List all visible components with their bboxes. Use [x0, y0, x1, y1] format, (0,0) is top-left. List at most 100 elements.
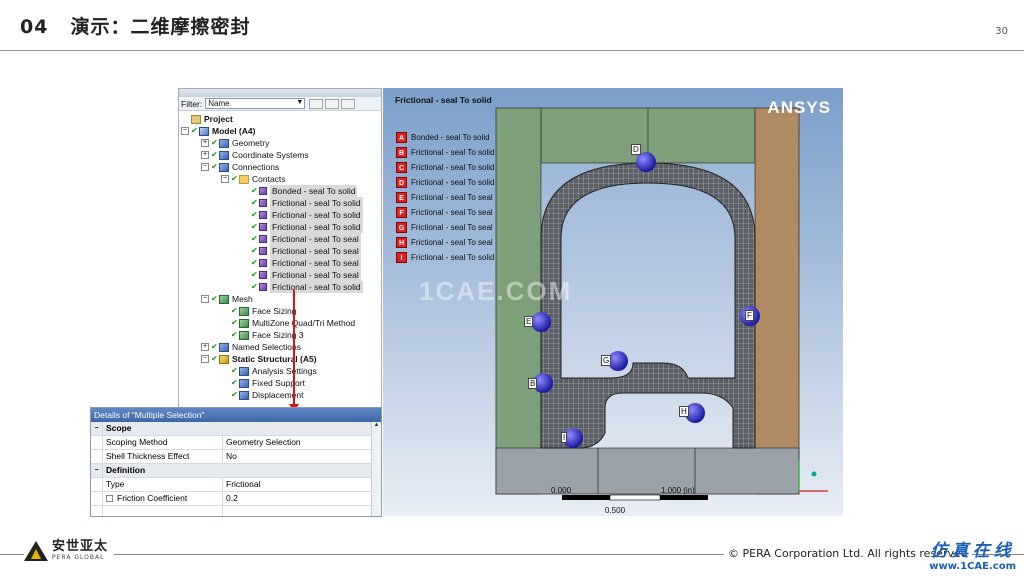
marker-label: F: [745, 310, 754, 321]
tree-item-multizone[interactable]: ✔MultiZone Quad/Tri Method: [231, 318, 356, 328]
pera-logo: 安世亚太 PERA GLOBAL: [24, 540, 115, 561]
tree-item-fixed-support[interactable]: ✔Fixed Support: [231, 378, 305, 388]
check-icon: ✔: [251, 186, 258, 195]
logo-triangle-icon: [24, 540, 48, 561]
filter-label: Filter:: [181, 98, 203, 109]
mesh-control-icon: [239, 318, 249, 328]
contact-icon: [259, 259, 267, 267]
filter-expand-button[interactable]: [341, 98, 356, 109]
tree-item-static-structural[interactable]: −✔Static Structural (A5): [201, 354, 317, 364]
tree-item-contacts[interactable]: −✔Contacts: [221, 174, 286, 184]
tree-item-coordinate-systems[interactable]: +✔Coordinate Systems: [201, 150, 309, 160]
graphics-viewport[interactable]: Frictional - seal To solid ANSYS 1CAE.CO…: [383, 88, 843, 516]
parameter-checkbox[interactable]: [106, 495, 113, 502]
tree-item-mesh[interactable]: −✔Mesh: [201, 294, 253, 304]
tree-item-contact[interactable]: ✔Frictional - seal To seal: [251, 245, 361, 257]
details-scrollbar[interactable]: ▲: [371, 422, 381, 516]
check-icon: ✔: [251, 198, 258, 207]
tree-item-contact[interactable]: ✔Frictional - seal To seal: [251, 257, 361, 269]
scale-label-mid: 0.500: [605, 506, 626, 515]
check-icon: ✔: [231, 174, 238, 183]
collapse-toggle-icon[interactable]: −: [201, 163, 209, 171]
collapse-toggle-icon[interactable]: −: [91, 422, 103, 435]
filter-buttons: [309, 98, 356, 109]
contact-icon: [259, 283, 267, 291]
check-icon: ✔: [211, 294, 218, 303]
fixed-support-icon: [239, 378, 249, 388]
static-structural-icon: [219, 354, 229, 364]
callout-arrow-line: [293, 290, 295, 406]
filter-row: Filter: Name ▼: [179, 97, 381, 111]
tree-item-face-sizing-3[interactable]: ✔Face Sizing 3: [231, 330, 304, 340]
marker-label: D: [631, 144, 641, 155]
slide-number: 04: [20, 16, 49, 38]
viewport-title: Frictional - seal To solid: [395, 95, 492, 105]
tree-item-contact[interactable]: ✔Frictional - seal To solid: [251, 209, 363, 221]
coordinate-systems-icon: [219, 150, 229, 160]
mesh-control-icon: [239, 330, 249, 340]
check-icon: ✔: [251, 270, 258, 279]
tree-item-contact[interactable]: ✔Frictional - seal To seal: [251, 269, 361, 281]
tree-item-model[interactable]: −✔Model (A4): [181, 126, 256, 136]
tree-item-contact[interactable]: ✔Frictional - seal To seal: [251, 233, 361, 245]
scroll-up-icon[interactable]: ▲: [373, 422, 380, 428]
tree-item-analysis-settings[interactable]: ✔Analysis Settings: [231, 366, 317, 376]
expand-toggle-icon[interactable]: +: [201, 343, 209, 351]
collapse-toggle-icon[interactable]: −: [201, 355, 209, 363]
check-icon: ✔: [251, 234, 258, 243]
details-section-definition[interactable]: −Definition: [91, 464, 381, 478]
check-icon: ✔: [211, 342, 218, 351]
tree-item-face-sizing[interactable]: ✔Face Sizing: [231, 306, 297, 316]
filter-search-button[interactable]: [309, 98, 324, 109]
marker-label: B: [528, 378, 538, 389]
tree-item-geometry[interactable]: +✔Geometry: [201, 138, 270, 148]
collapse-toggle-icon[interactable]: −: [91, 464, 103, 477]
connections-icon: [219, 162, 229, 172]
filter-value: Name: [208, 99, 230, 108]
ansys-logo: ANSYS: [767, 98, 831, 117]
expand-toggle-icon[interactable]: +: [201, 139, 209, 147]
tree-item-displacement[interactable]: ✔Displacement: [231, 390, 304, 400]
left-solid-block: [495, 107, 542, 495]
tree-item-contact[interactable]: ✔Bonded - seal To solid: [251, 185, 358, 197]
collapse-toggle-icon[interactable]: −: [201, 295, 209, 303]
check-icon: ✔: [191, 126, 198, 135]
tree-item-named-selections[interactable]: +✔Named Selections: [201, 342, 301, 352]
filter-clear-button[interactable]: [325, 98, 340, 109]
bottom-solid-block: [495, 447, 800, 495]
tree-toolbar: [179, 89, 381, 97]
collapse-toggle-icon[interactable]: −: [221, 175, 229, 183]
details-section-scope[interactable]: −Scope: [91, 422, 381, 436]
tree-item-contact[interactable]: ✔Frictional - seal To solid: [251, 197, 363, 209]
page-number: 30: [995, 26, 1008, 37]
check-icon: ✔: [231, 390, 238, 399]
analysis-settings-icon: [239, 366, 249, 376]
marker-label: E: [524, 316, 534, 327]
check-icon: ✔: [251, 282, 258, 291]
collapse-toggle-icon[interactable]: −: [181, 127, 189, 135]
check-icon: ✔: [231, 306, 238, 315]
tree-item-connections[interactable]: −✔Connections: [201, 162, 280, 172]
filter-select[interactable]: Name ▼: [205, 98, 306, 109]
tree-item-project[interactable]: Project: [179, 113, 381, 125]
tree-item-contact[interactable]: ✔Frictional - seal To solid: [251, 281, 363, 293]
watermark-text: 1CAE.COM: [419, 276, 573, 306]
tree-item-contact[interactable]: ✔Frictional - seal To solid: [251, 221, 363, 233]
check-icon: ✔: [211, 162, 218, 171]
expand-toggle-icon[interactable]: +: [201, 151, 209, 159]
geometry-view: [495, 107, 828, 501]
